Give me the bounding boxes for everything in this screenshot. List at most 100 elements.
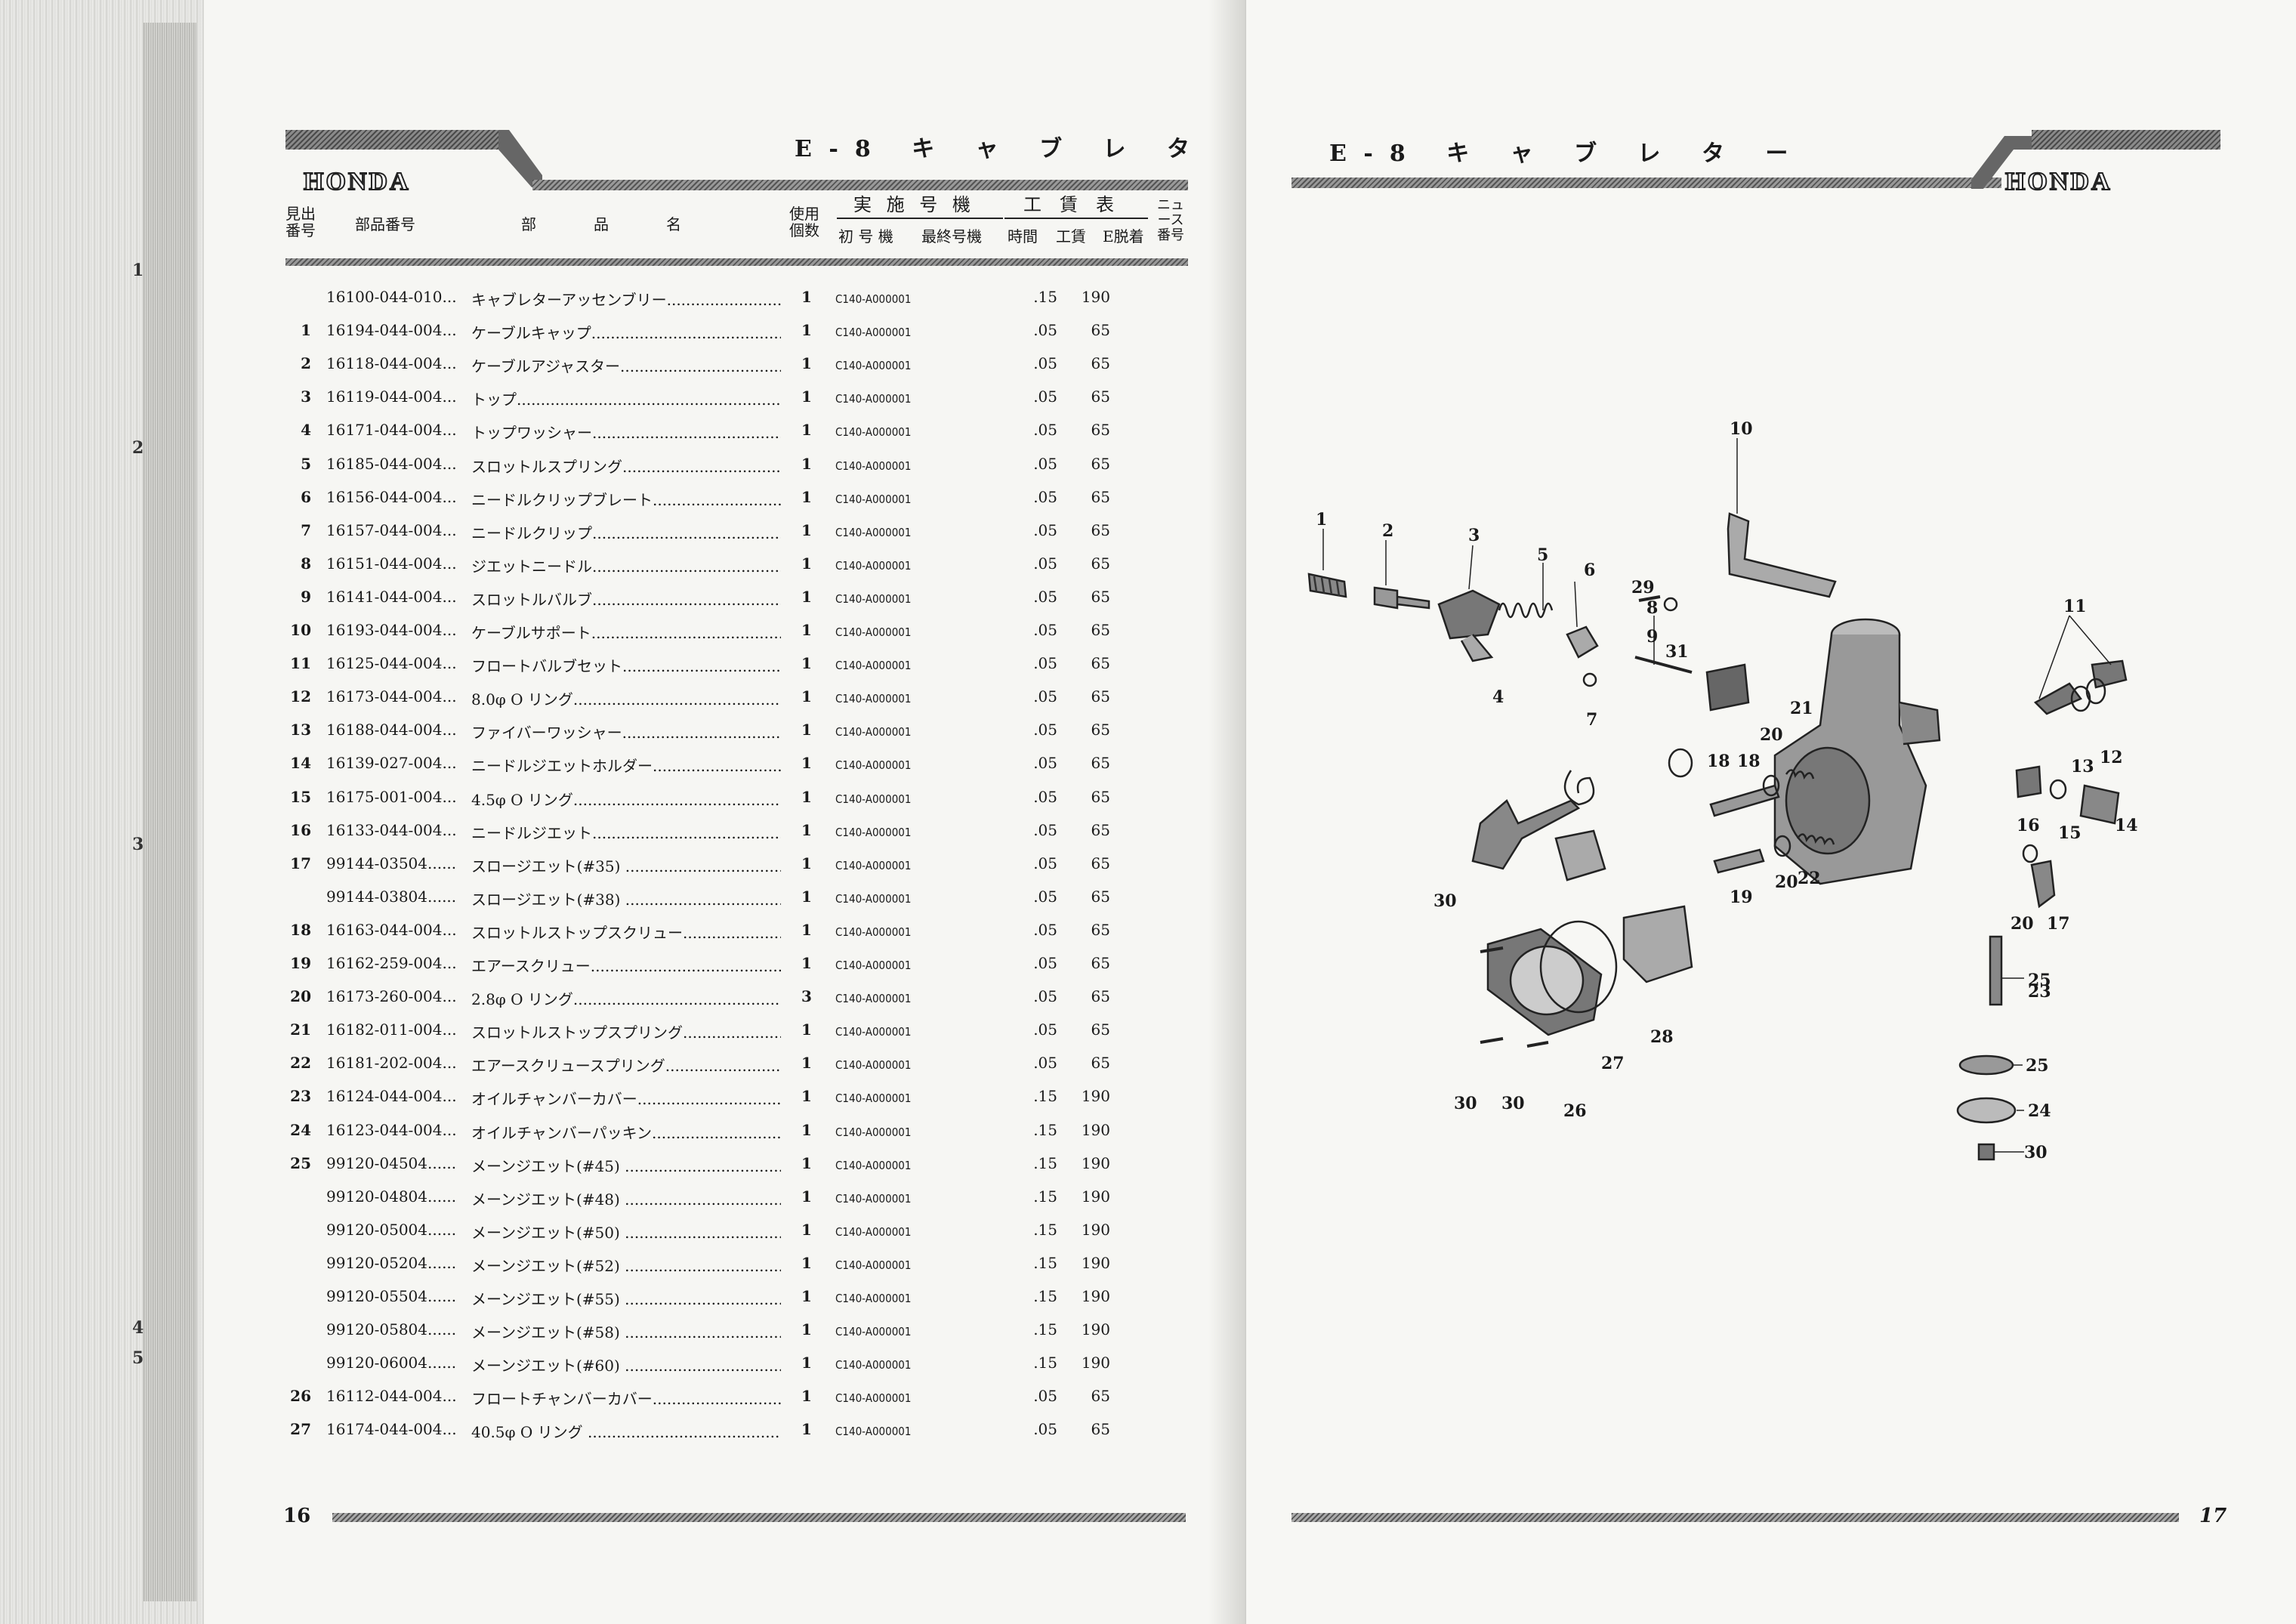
quantity: 1	[801, 754, 812, 773]
part-number: 16139-027-004...	[326, 754, 457, 773]
labor-wage: 65	[1091, 754, 1110, 773]
part-name: エアースクリュースプリング...........................…	[471, 1057, 781, 1076]
page-title: E-8 キ ャ ブ レ タ ー	[795, 136, 1246, 162]
part-number: 16125-044-004...	[326, 654, 457, 673]
part-number: 16151-044-004...	[326, 554, 457, 573]
part-number: 99144-03504......	[326, 854, 457, 872]
labor-wage: 190	[1081, 1187, 1110, 1206]
col-labor: 工 賃 表	[1023, 194, 1114, 215]
part-name: ニードルクリップ................................…	[471, 523, 781, 542]
part-number: 16123-044-004...	[326, 1120, 457, 1139]
callout-label: 18	[1737, 752, 1761, 771]
ref-number: 18	[290, 920, 311, 939]
needle-clip-part	[1582, 672, 1597, 687]
ref-number: 16	[290, 820, 311, 839]
ref-number: 7	[301, 520, 311, 539]
callout-label: 18	[1707, 752, 1730, 771]
callout-label: 2	[1382, 521, 1393, 541]
edge-mark: 1	[132, 261, 144, 280]
quantity: 1	[801, 454, 812, 473]
callout-label: 27	[1601, 1054, 1625, 1073]
labor-wage: 190	[1081, 1287, 1110, 1305]
part-number: 16141-044-004...	[326, 587, 457, 606]
o-ring-part	[1773, 835, 1791, 857]
part-number: 16163-044-004...	[326, 920, 457, 939]
callout-label: 26	[1563, 1101, 1587, 1121]
footer-rule	[1292, 1513, 2179, 1522]
labor-wage: 190	[1081, 1220, 1110, 1239]
first-serial: C140-A000001	[835, 492, 912, 506]
labor-wage: 65	[1091, 387, 1110, 406]
quantity: 1	[801, 1120, 812, 1139]
needle-clip-plate-part	[1566, 625, 1599, 659]
callout-label: 25	[2026, 1056, 2049, 1076]
quantity: 3	[801, 987, 812, 1006]
labor-wage: 65	[1091, 454, 1110, 473]
table-row: 99120-05204......メーンジエット(#52) ..........…	[0, 1254, 1246, 1284]
ref-number: 14	[290, 754, 311, 773]
ref-number: 23	[290, 1087, 311, 1106]
labor-hours: .05	[1033, 754, 1057, 773]
quantity: 1	[801, 1054, 812, 1073]
part-name: エアースクリュー................................…	[471, 957, 781, 975]
labor-hours: .05	[1033, 920, 1057, 939]
quantity: 1	[801, 1020, 812, 1039]
part-number: 16133-044-004...	[326, 820, 457, 839]
quantity: 1	[801, 820, 812, 839]
first-serial: C140-A000001	[835, 359, 912, 373]
float-spring-part	[1563, 770, 1595, 806]
quantity: 1	[801, 920, 812, 939]
labor-hours: .05	[1033, 1387, 1057, 1406]
quantity: 1	[801, 354, 812, 373]
throttle-valve-part	[1705, 663, 1750, 712]
col-hours: 時間	[1008, 227, 1038, 245]
callout-label: 5	[1537, 545, 1548, 565]
ref-number: 24	[290, 1120, 311, 1139]
page-number: 17	[2199, 1505, 2227, 1527]
part-name: キャブレターアッセンブリー.........................	[471, 291, 781, 309]
part-number: 16162-259-004...	[326, 954, 457, 972]
labor-hours: .15	[1033, 288, 1057, 306]
quantity: 1	[801, 587, 812, 606]
air-screw-part	[1713, 848, 1765, 874]
footer-rule	[332, 1513, 1186, 1522]
first-serial: C140-A000001	[835, 1091, 912, 1106]
callout-label: 19	[1730, 888, 1753, 907]
jet-needle-part	[1634, 656, 1693, 674]
quantity: 1	[801, 1087, 812, 1106]
labor-wage: 65	[1091, 721, 1110, 739]
first-serial: C140-A000001	[835, 992, 912, 1006]
edge-mark: 2	[132, 438, 144, 458]
first-serial: C140-A000001	[835, 525, 912, 539]
part-number: 16156-044-004...	[326, 487, 457, 506]
callout-label: 17	[2047, 914, 2070, 934]
cable-support-part	[1727, 512, 1837, 598]
part-name: ニードルジエットホルダー............................…	[471, 757, 781, 776]
callout-label: 21	[1790, 699, 1813, 718]
quantity: 1	[801, 1220, 812, 1239]
quantity: 1	[801, 421, 812, 440]
quantity: 1	[801, 487, 812, 506]
labor-wage: 65	[1091, 687, 1110, 706]
ref-number: 10	[290, 621, 311, 639]
part-name: フロートチャンバーカバー............................…	[471, 1390, 781, 1409]
part-number: 99144-03804......	[326, 887, 457, 906]
quantity: 1	[801, 1187, 812, 1206]
ref-number: 2	[301, 354, 311, 373]
first-serial: C140-A000001	[835, 326, 912, 340]
part-name: 8.0φ O リング..............................…	[471, 690, 781, 709]
labor-wage: 65	[1091, 987, 1110, 1006]
header-band	[285, 130, 505, 150]
chamber-o-ring-part	[1539, 920, 1618, 1014]
first-serial: C140-A000001	[835, 891, 912, 906]
labor-hours: .05	[1033, 520, 1057, 539]
part-number: 16124-044-004...	[326, 1087, 457, 1106]
part-name: メーンジエット(#55) ...........................…	[471, 1290, 781, 1308]
cable-cap-part	[1307, 573, 1347, 598]
